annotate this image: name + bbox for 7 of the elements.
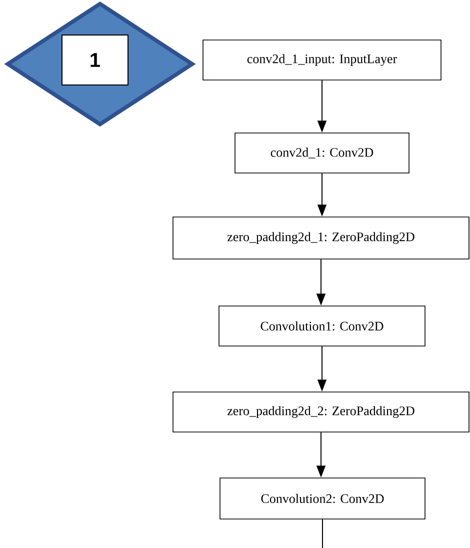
layer-box: zero_padding2d_1: ZeroPadding2D: [172, 216, 470, 260]
layer-box: zero_padding2d_2: ZeroPadding2D: [172, 392, 470, 432]
number-box: 1: [62, 34, 128, 86]
layer-box: conv2d_1_input: InputLayer: [202, 40, 442, 80]
layer-box: Convolution1: Conv2D: [218, 306, 426, 346]
layer-box: conv2d_1: Conv2D: [234, 132, 410, 174]
layer-box: Convolution2: Conv2D: [220, 478, 426, 520]
